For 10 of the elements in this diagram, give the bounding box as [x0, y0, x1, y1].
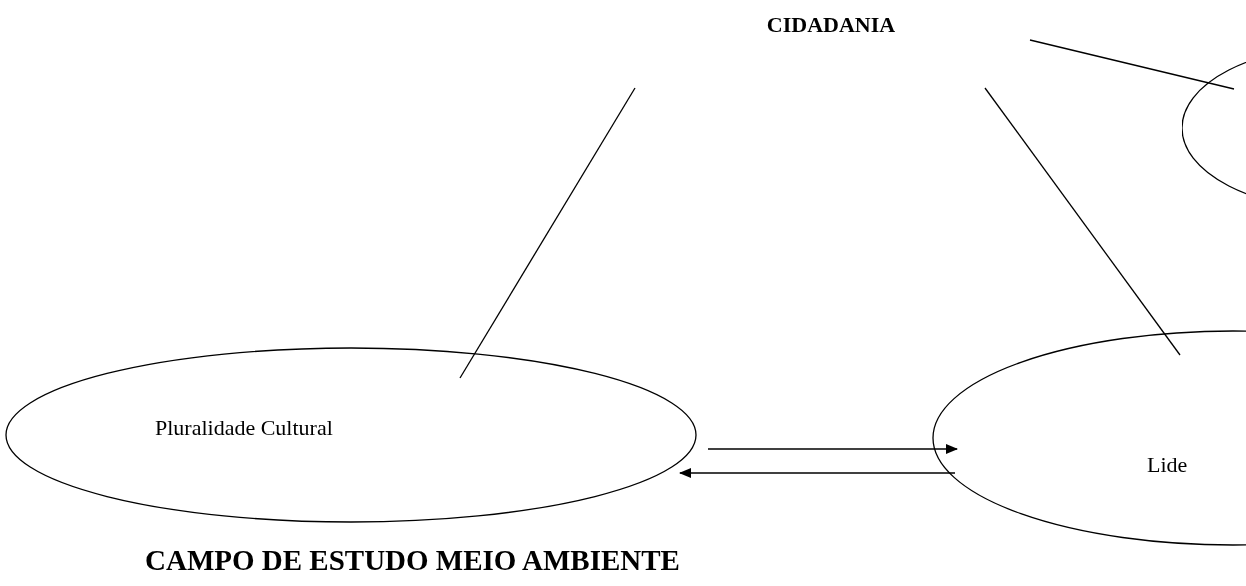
node-text: Lide	[1147, 454, 1188, 476]
connector-line	[1029, 39, 1235, 90]
arrow	[707, 444, 958, 454]
connector-line	[984, 87, 1181, 356]
heading-text: CAMPO DE ESTUDO MEIO AMBIENTE	[145, 546, 680, 575]
connector-line	[459, 87, 636, 379]
arrow	[679, 468, 956, 478]
node-text: Pluralidade Cultural	[155, 417, 333, 439]
heading-text: CIDADANIA	[765, 14, 897, 36]
ellipse-node	[5, 347, 697, 524]
